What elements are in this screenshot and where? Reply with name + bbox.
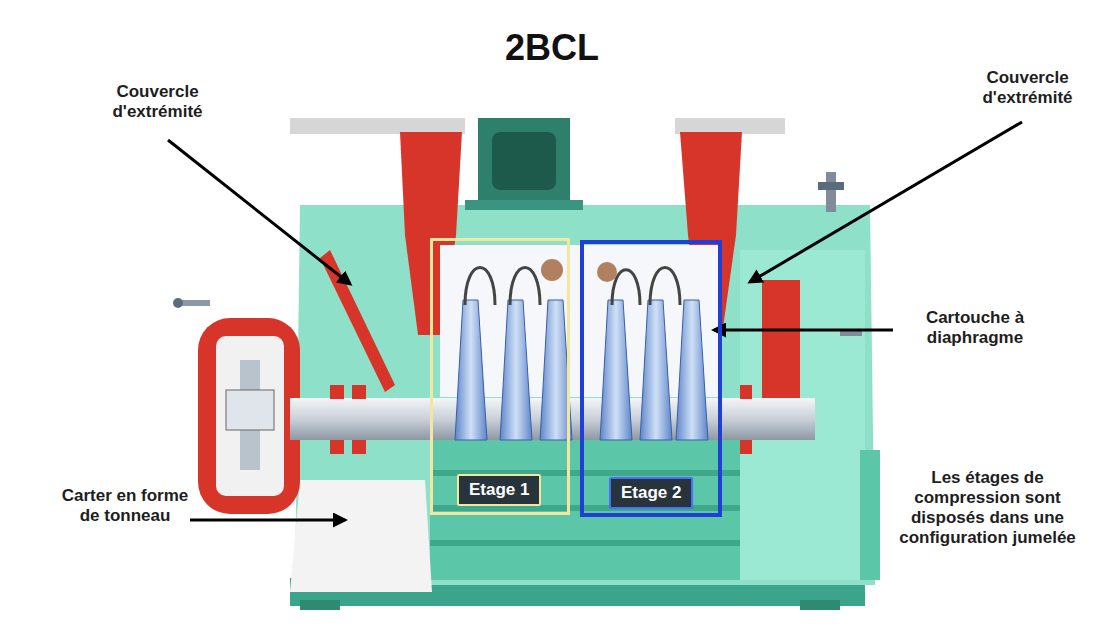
instrument bbox=[818, 172, 862, 336]
part-label: Cartouche à diaphragme bbox=[900, 308, 1050, 348]
stage-label: Etage 1 bbox=[457, 474, 541, 506]
stage-region: Etage 1 bbox=[430, 238, 570, 515]
leader-arrows bbox=[168, 122, 1022, 520]
discharge-nozzle bbox=[465, 118, 583, 210]
casing bbox=[290, 118, 880, 610]
stage-region: Etage 2 bbox=[580, 240, 722, 517]
diagram-title: 2BCL bbox=[505, 28, 599, 68]
part-label: Carter en forme de tonneau bbox=[60, 486, 190, 526]
part-label: Couvercle d'extrémité bbox=[965, 68, 1090, 108]
stage-label: Etage 2 bbox=[609, 477, 693, 509]
part-label: Les étages de compression sont disposés … bbox=[880, 468, 1095, 548]
bearing-housing bbox=[173, 298, 300, 514]
part-label: Couvercle d'extrémité bbox=[95, 82, 220, 122]
